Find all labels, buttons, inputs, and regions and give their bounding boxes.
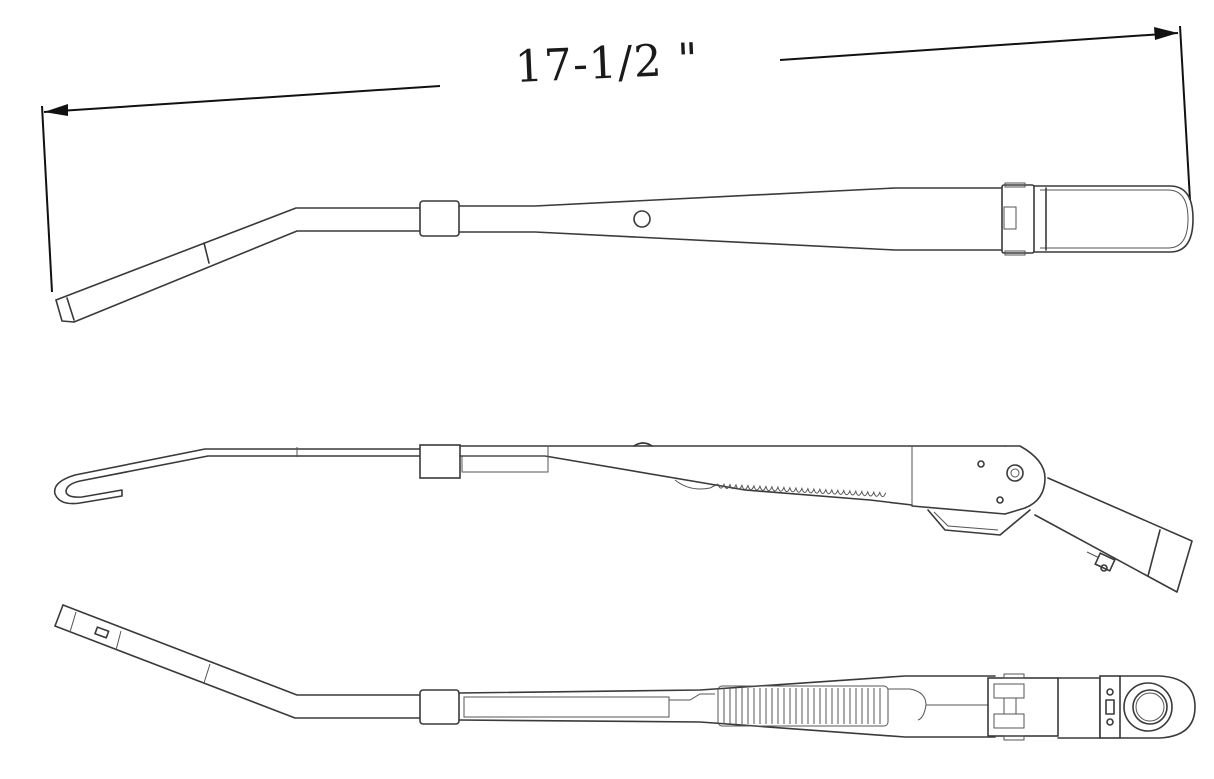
side-view xyxy=(53,442,1193,593)
arrowhead-right-icon xyxy=(1154,27,1178,40)
bottom-view xyxy=(54,604,1196,741)
blade-clip xyxy=(1086,551,1116,572)
tension-spring xyxy=(717,685,927,727)
top-view xyxy=(55,182,1194,323)
spring-coils xyxy=(674,479,887,498)
dimension-line xyxy=(41,25,1191,293)
arrowhead-left-icon xyxy=(44,104,68,116)
